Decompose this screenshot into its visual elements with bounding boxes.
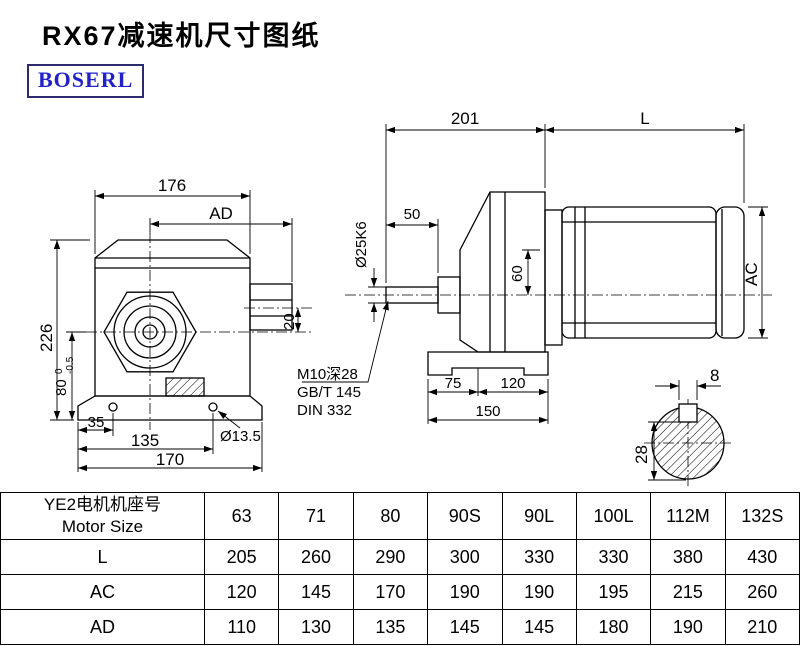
table-cell: 130	[278, 609, 354, 645]
table-cell: 195	[575, 574, 652, 610]
front-base-flange	[77, 395, 263, 421]
dim-150-label: 150	[475, 403, 500, 420]
table-cell: 120	[203, 574, 280, 610]
dim-50-label: 50	[404, 206, 421, 223]
dim-AC-label: AC	[742, 262, 761, 286]
table-cell: 205	[203, 539, 280, 575]
motor-size-80: 80	[352, 492, 429, 540]
dim-L-label: L	[640, 109, 649, 128]
header-motor-size-en: Motor Size	[61, 517, 144, 536]
table-cell: 190	[501, 574, 577, 610]
table-cell: 290	[352, 539, 429, 575]
output-shaft-box	[249, 283, 293, 331]
table-cell: 145	[501, 609, 577, 645]
front-dimension-lines	[50, 190, 302, 472]
table-cell: 190	[427, 574, 503, 610]
dim-176-label: 176	[158, 176, 186, 195]
dim-28-label: 28	[632, 445, 651, 464]
dim-226-label: 226	[37, 324, 56, 352]
dim-20-label: 20	[281, 313, 298, 330]
motor-size-63: 63	[203, 492, 280, 540]
motor-size-100L: 100L	[575, 492, 652, 540]
table-row-AD: AD 110 130 135 145 145 180 190 210	[0, 609, 800, 645]
front-centerlines	[86, 232, 312, 430]
note-din-label: DIN 332	[297, 402, 352, 419]
motor-size-90L: 90L	[501, 492, 577, 540]
dim-key-width-label: 8	[710, 366, 719, 385]
table-cell: 260	[278, 539, 354, 575]
row-label-L: L	[0, 539, 205, 575]
table-cell: 210	[724, 609, 800, 645]
header-motor-size-cell: YE2电机机座号 Motor Size	[0, 492, 205, 540]
dim-hole-label: Ø13.5	[220, 428, 261, 445]
page-title: RX67减速机尺寸图纸	[42, 21, 321, 51]
header-motor-size-cn: YE2电机机座号	[43, 494, 162, 514]
row-label-AD: AD	[0, 609, 205, 645]
table-cell: 300	[427, 539, 503, 575]
table-row-L: L 205 260 290 300 330 330 380 430	[0, 539, 800, 575]
table-header-row: YE2电机机座号 Motor Size 63 71 80 90S 90L 100…	[0, 492, 800, 540]
motor-flange	[544, 209, 563, 346]
motor-size-132S: 132S	[724, 492, 800, 540]
motor-size-112M: 112M	[650, 492, 726, 540]
row-label-AC: AC	[0, 574, 205, 610]
table-cell: 260	[724, 574, 800, 610]
base-bolt-hole-right	[208, 402, 218, 412]
table-cell: 110	[203, 609, 280, 645]
table-cell: 180	[575, 609, 652, 645]
dim-80-tol-upper: 0	[54, 368, 65, 374]
table-cell: 170	[352, 574, 429, 610]
table-cell: 330	[501, 539, 577, 575]
note-thread-label: M10深28	[297, 366, 358, 383]
table-cell: 135	[352, 609, 429, 645]
dim-80-label: 80	[53, 379, 70, 396]
table-cell: 190	[650, 609, 726, 645]
dim-35-label: 35	[88, 414, 105, 431]
technical-drawing: 176 AD 226 80 0 -0.5 35 135 170 20 Ø13.5	[37, 109, 772, 489]
table-row-AC: AC 120 145 170 190 190 195 215 260	[0, 574, 800, 610]
dim-170-label: 170	[156, 450, 184, 469]
boserl-logo-text: BOSERL	[38, 67, 134, 92]
side-base-feet	[427, 351, 549, 376]
table-cell: 145	[427, 609, 503, 645]
dim-120-label: 120	[500, 375, 525, 392]
boserl-logo-box: BOSERL	[27, 64, 145, 98]
table-cell: 380	[650, 539, 726, 575]
motor-size-90S: 90S	[427, 492, 503, 540]
gear-housing	[459, 191, 546, 353]
dim-75-label: 75	[445, 375, 462, 392]
motor-dimension-table: YE2电机机座号 Motor Size 63 71 80 90S 90L 100…	[0, 492, 800, 645]
motor-size-71: 71	[278, 492, 354, 540]
table-cell: 145	[278, 574, 354, 610]
section-dimension-lines	[648, 380, 721, 481]
dim-60-label: 60	[509, 265, 526, 282]
keyway	[678, 403, 698, 423]
side-dimension-lines	[302, 124, 768, 424]
fan-cowl	[715, 206, 745, 339]
front-view-outline	[77, 239, 293, 421]
note-gb-label: GB/T 145	[297, 384, 361, 401]
hex-boss	[103, 291, 197, 373]
dim-shaft-dia-label: Ø25K6	[353, 221, 370, 268]
table-cell: 330	[575, 539, 652, 575]
dim-135-label: 135	[131, 431, 159, 450]
table-cell: 430	[724, 539, 800, 575]
side-view-outline	[385, 191, 745, 376]
dim-80-tol-lower: -0.5	[65, 356, 76, 374]
base-bolt-hole-left	[108, 402, 118, 412]
dim-201-label: 201	[451, 109, 479, 128]
hatch-block	[165, 377, 205, 397]
dim-ad-label: AD	[209, 204, 233, 223]
table-cell: 215	[650, 574, 726, 610]
